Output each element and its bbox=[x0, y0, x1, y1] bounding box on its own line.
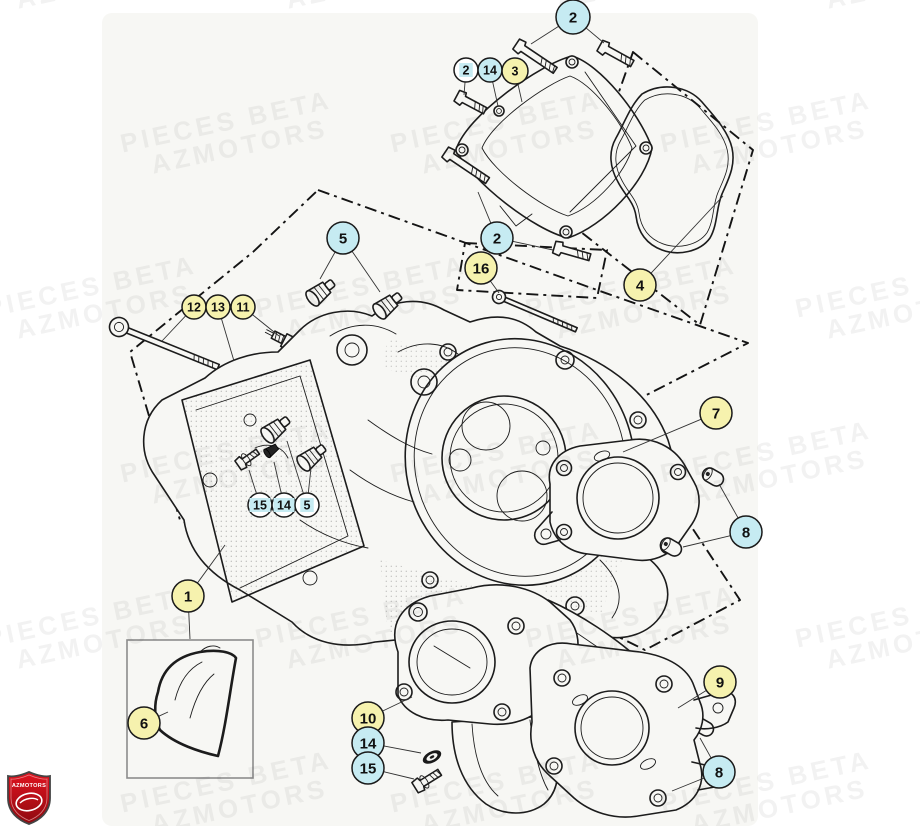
callout-3[interactable]: 3 bbox=[501, 57, 529, 103]
callout-number: 2 bbox=[493, 230, 501, 247]
brand-logo: AZMOTORS bbox=[7, 771, 51, 825]
part-tappet-caps bbox=[234, 279, 403, 472]
callout-number: 3 bbox=[512, 65, 519, 79]
svg-text:AZMOTORS: AZMOTORS bbox=[283, 0, 466, 15]
callout-14[interactable]: 14 bbox=[351, 726, 422, 760]
callout-5[interactable]: 5 bbox=[319, 221, 381, 293]
callout-16[interactable]: 16 bbox=[464, 251, 500, 294]
callout-8[interactable]: 8 bbox=[671, 737, 736, 792]
callout-number: 2 bbox=[463, 64, 470, 78]
callout-number: 14 bbox=[483, 64, 497, 78]
callout-highlight bbox=[273, 498, 295, 512]
part-base-bolt bbox=[411, 768, 443, 794]
callout-2[interactable]: 2 bbox=[530, 0, 605, 45]
callout-number: 4 bbox=[636, 277, 645, 294]
part-head-bolt bbox=[108, 316, 221, 371]
part-cover-bolts bbox=[441, 38, 635, 262]
part-base-seal bbox=[422, 750, 442, 764]
callout-number: 5 bbox=[339, 230, 347, 247]
callout-number: 14 bbox=[277, 499, 291, 513]
callout-number: 12 bbox=[187, 301, 201, 315]
callout-number: 5 bbox=[304, 499, 311, 513]
callout-number: 8 bbox=[742, 524, 750, 541]
callout-number: 14 bbox=[360, 735, 377, 752]
part-valve-cover bbox=[455, 55, 653, 239]
callout-number: 1 bbox=[184, 588, 192, 605]
callout-13[interactable]: 13 bbox=[205, 294, 235, 362]
callout-number: 11 bbox=[236, 301, 249, 315]
svg-text:AZMOTORS: AZMOTORS bbox=[823, 0, 920, 15]
logo-text: AZMOTORS bbox=[12, 783, 46, 789]
callout-number: 13 bbox=[211, 301, 225, 315]
callout-8[interactable]: 8 bbox=[682, 483, 763, 549]
callout-number: 15 bbox=[253, 499, 267, 513]
callout-2[interactable]: 2 bbox=[477, 191, 554, 255]
callout-14[interactable]: 14 bbox=[271, 461, 297, 518]
callout-2[interactable]: 2 bbox=[453, 57, 479, 96]
svg-text:AZMOTORS: AZMOTORS bbox=[13, 0, 196, 15]
callout-highlight bbox=[249, 498, 271, 512]
callout-number: 16 bbox=[473, 260, 490, 277]
part-flange-bolt bbox=[234, 448, 261, 471]
part-valve-seal bbox=[263, 443, 280, 459]
callout-11[interactable]: 11 bbox=[230, 294, 280, 337]
callout-5[interactable]: 5 bbox=[286, 440, 320, 518]
part-cylinder-head bbox=[142, 300, 677, 651]
callout-number: 7 bbox=[712, 405, 720, 422]
callout-6[interactable]: 6 bbox=[127, 706, 169, 740]
part-head-gasket bbox=[533, 438, 700, 562]
callout-highlight bbox=[300, 498, 314, 512]
callout-9[interactable]: 9 bbox=[677, 665, 737, 709]
part-gasket-sheet bbox=[153, 645, 238, 758]
callout-number: 6 bbox=[140, 715, 148, 732]
callout-12[interactable]: 12 bbox=[161, 294, 207, 342]
part-stud-bolt bbox=[491, 289, 578, 333]
callout-10[interactable]: 10 bbox=[351, 696, 413, 735]
callout-number: 2 bbox=[569, 9, 577, 26]
callout-15[interactable]: 15 bbox=[351, 751, 415, 785]
callout-7[interactable]: 7 bbox=[622, 396, 733, 453]
callout-15[interactable]: 15 bbox=[247, 469, 273, 518]
callout-number: 9 bbox=[716, 674, 724, 691]
callout-number: 10 bbox=[360, 710, 377, 727]
callout-number: 15 bbox=[360, 760, 377, 777]
callout-highlight bbox=[459, 63, 473, 77]
callout-number: 8 bbox=[715, 764, 723, 781]
callout-4[interactable]: 4 bbox=[623, 195, 724, 302]
callout-1[interactable]: 1 bbox=[171, 544, 226, 640]
